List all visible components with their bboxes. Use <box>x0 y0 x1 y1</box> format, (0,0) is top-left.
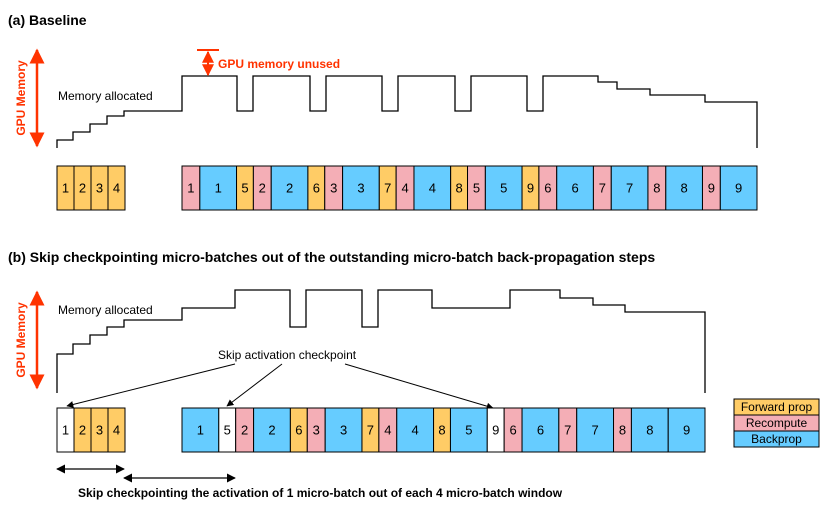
a-backprop-5-13-box <box>484 165 523 211</box>
b-recompute-2-2-label: 2 <box>241 423 248 438</box>
b-recompute-7-15-label: 7 <box>564 423 571 438</box>
a-backprop-2-4-label: 2 <box>286 181 293 196</box>
skip-pointer-9 <box>344 363 494 410</box>
a-forward-6-5-label: 6 <box>313 181 320 196</box>
memory-allocated-label-a: Memory allocated <box>58 89 153 103</box>
b-warmup-skip-1-0-label: 1 <box>62 423 69 438</box>
a-backprop-9-22-box <box>719 165 758 211</box>
b-backprop-3-6-box <box>324 407 363 453</box>
a-backprop-2-4-box <box>270 165 309 211</box>
a-recompute-1-0-label: 1 <box>187 181 194 196</box>
panel-a: (a) Baseline GPU Memory Memory allocated… <box>8 12 758 211</box>
a-warmup-forward-4-3-label: 4 <box>113 181 120 196</box>
panel-b-title: (b) Skip checkpointing micro-batches out… <box>8 249 655 265</box>
a-backprop-8-20-box <box>665 165 703 211</box>
gpu-memory-axis-label-a: GPU Memory <box>14 60 28 136</box>
b-forward-8-10-label: 8 <box>438 423 445 438</box>
panel-b: (b) Skip checkpointing micro-batches out… <box>8 249 706 500</box>
b-warmup-forward-3-2-label: 3 <box>96 423 103 438</box>
a-backprop-5-13-label: 5 <box>500 181 507 196</box>
a-warmup-forward-1-0-label: 1 <box>62 181 69 196</box>
a-backprop-7-18-box <box>610 165 649 211</box>
b-backprop-1-0-box <box>181 407 220 453</box>
a-warmup-forward-4-3-box <box>107 165 126 211</box>
a-backprop-9-22-label: 9 <box>735 181 742 196</box>
a-recompute-5-12-label: 5 <box>473 181 480 196</box>
a-backprop-6-16-label: 6 <box>571 181 578 196</box>
a-backprop-1-1-label: 1 <box>215 181 222 196</box>
b-warmup-forward-2-1-label: 2 <box>79 423 86 438</box>
memory-allocated-line-a <box>56 75 758 148</box>
b-backprop-9-19-box <box>667 407 706 453</box>
a-recompute-2-3-label: 2 <box>259 181 266 196</box>
a-recompute-4-9-label: 4 <box>401 181 408 196</box>
b-backprop-8-18-box <box>630 407 669 453</box>
gpu-memory-axis-label-b: GPU Memory <box>14 302 28 378</box>
a-recompute-3-6-label: 3 <box>330 181 337 196</box>
b-backprop-6-14-box <box>521 407 560 453</box>
window-label: Skip checkpointing the activation of 1 m… <box>78 486 563 500</box>
a-recompute-8-19-label: 8 <box>653 181 660 196</box>
b-skip-5-1-label: 5 <box>224 423 231 438</box>
a-backprop-8-20-label: 8 <box>681 181 688 196</box>
skip-pointer-5 <box>226 363 283 407</box>
skip-pointer-1 <box>66 363 236 408</box>
b-recompute-4-8-label: 4 <box>384 423 391 438</box>
b-recompute-6-13-label: 6 <box>509 423 516 438</box>
b-backprop-6-14-label: 6 <box>537 423 544 438</box>
a-forward-8-11-label: 8 <box>455 181 462 196</box>
b-backprop-5-11-box <box>449 407 488 453</box>
legend-backprop-swatch <box>733 430 820 448</box>
b-backprop-1-0-label: 1 <box>197 423 204 438</box>
memory-allocated-label-b: Memory allocated <box>58 303 153 317</box>
b-backprop-2-3-box <box>253 407 291 453</box>
b-backprop-2-3-label: 2 <box>268 423 275 438</box>
a-recompute-6-15-label: 6 <box>544 181 551 196</box>
a-backprop-6-16-box <box>556 165 594 211</box>
a-recompute-9-21-label: 9 <box>708 181 715 196</box>
a-backprop-4-10-label: 4 <box>429 181 436 196</box>
b-forward-7-7-label: 7 <box>367 423 374 438</box>
gpu-memory-unused-label: GPU memory unused <box>218 57 340 71</box>
memory-allocated-line-b <box>56 289 706 393</box>
b-backprop-4-9-label: 4 <box>412 423 419 438</box>
b-skip-9-12-label: 9 <box>492 423 499 438</box>
b-backprop-9-19-label: 9 <box>683 423 690 438</box>
b-backprop-3-6-label: 3 <box>340 423 347 438</box>
a-backprop-7-18-label: 7 <box>626 181 633 196</box>
a-forward-9-14-label: 9 <box>527 181 534 196</box>
a-forward-5-2-label: 5 <box>241 181 248 196</box>
b-warmup-forward-4-3-label: 4 <box>113 423 120 438</box>
b-forward-6-4-label: 6 <box>295 423 302 438</box>
a-warmup-forward-2-1-label: 2 <box>79 181 86 196</box>
b-warmup-forward-4-3-box <box>107 407 126 453</box>
a-recompute-7-17-label: 7 <box>599 181 606 196</box>
a-forward-7-8-label: 7 <box>384 181 391 196</box>
b-recompute-3-5-label: 3 <box>313 423 320 438</box>
panel-a-title: (a) Baseline <box>8 12 87 28</box>
a-backprop-3-7-box <box>342 165 380 211</box>
b-recompute-8-17-label: 8 <box>619 423 626 438</box>
legend-backprop-label: Backprop <box>751 432 802 446</box>
b-backprop-8-18-label: 8 <box>646 423 653 438</box>
b-backprop-5-11-label: 5 <box>465 423 472 438</box>
a-backprop-3-7-label: 3 <box>357 181 364 196</box>
a-backprop-4-10-box <box>413 165 452 211</box>
legend-forward-label: Forward prop <box>741 400 813 414</box>
a-warmup-forward-3-2-label: 3 <box>96 181 103 196</box>
b-backprop-7-16-label: 7 <box>592 423 599 438</box>
skip-activation-checkpoint-label: Skip activation checkpoint <box>218 348 357 362</box>
legend-recompute-label: Recompute <box>746 416 808 430</box>
